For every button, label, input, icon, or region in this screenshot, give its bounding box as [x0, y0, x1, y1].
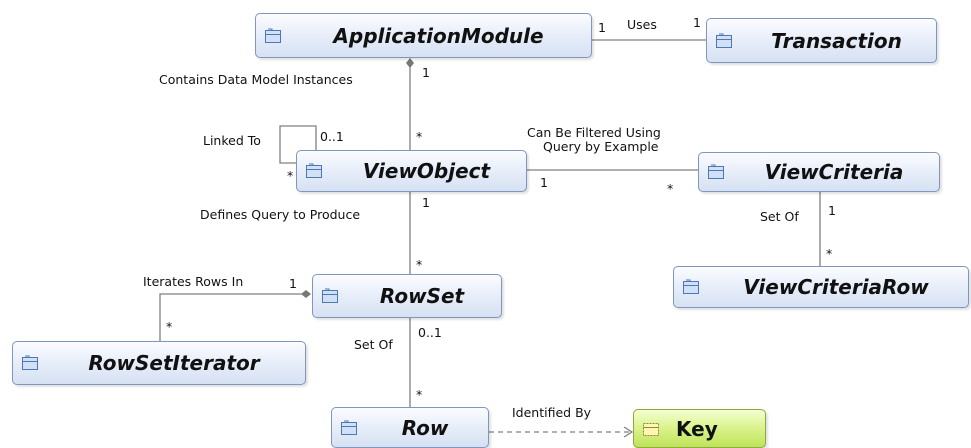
class-icon: [322, 288, 338, 303]
criteria-set-of-label: Set Of: [760, 209, 799, 224]
class-view-object[interactable]: ViewObject: [296, 150, 527, 192]
class-name: Key: [676, 416, 718, 441]
class-icon: [265, 28, 281, 43]
class-name: ViewObject: [362, 159, 491, 183]
class-name: ApplicationModule: [333, 23, 544, 48]
linked-to-label: Linked To: [203, 133, 261, 148]
class-icon: [22, 355, 38, 370]
rowset-set-of-source-mult: 0..1: [418, 325, 442, 340]
identified-by-arrowhead: [623, 426, 634, 438]
class-view-criteria-row[interactable]: ViewCriteriaRow: [673, 266, 969, 308]
key-class-icon: [643, 422, 659, 436]
criteria-set-of-target-mult: *: [826, 246, 833, 261]
uses-label: Uses: [627, 17, 657, 32]
class-name: ViewCriteriaRow: [743, 275, 929, 299]
class-name: RowSetIterator: [88, 351, 260, 375]
class-transaction[interactable]: Transaction: [706, 18, 937, 63]
filtered-target-mult: *: [667, 181, 674, 196]
class-name: Row: [401, 415, 449, 440]
class-icon: [683, 279, 699, 294]
class-icon: [708, 164, 724, 179]
contains-source-mult: 1: [422, 65, 430, 80]
defines-query-label: Defines Query to Produce: [200, 207, 361, 222]
rowset-set-of-target-mult: *: [416, 387, 423, 402]
class-key[interactable]: Key: [633, 409, 766, 448]
uses-target-mult: 1: [693, 15, 701, 30]
defines-query-target-mult: *: [416, 257, 423, 272]
class-name: Transaction: [771, 28, 902, 53]
class-row-set-iterator[interactable]: RowSetIterator: [12, 341, 306, 385]
class-icon: [716, 33, 732, 48]
contains-diamond: [406, 58, 414, 68]
iterates-label: Iterates Rows In: [143, 274, 244, 289]
class-row[interactable]: Row: [331, 407, 489, 448]
iterates-line: [159, 293, 304, 342]
class-icon: [306, 163, 322, 178]
class-icon: [341, 420, 357, 435]
class-view-criteria[interactable]: ViewCriteria: [698, 152, 940, 192]
linked-to-source-mult: 0..1: [320, 129, 344, 144]
identified-by-label: Identified By: [512, 405, 592, 420]
criteria-set-of-source-mult: 1: [828, 203, 836, 218]
linked-to-line: [279, 125, 317, 164]
filtered-label-line2: Query by Example: [543, 139, 659, 154]
uses-source-mult: 1: [598, 20, 606, 35]
class-name: RowSet: [379, 284, 465, 308]
contains-label: Contains Data Model Instances: [159, 72, 353, 87]
class-name: ViewCriteria: [764, 160, 904, 184]
class-row-set[interactable]: RowSet: [312, 274, 502, 318]
iterates-target-mult: *: [166, 319, 173, 334]
filtered-source-mult: 1: [540, 175, 548, 190]
class-application-module[interactable]: ApplicationModule: [255, 13, 592, 58]
contains-target-mult: *: [416, 129, 423, 144]
filtered-label-line1: Can Be Filtered Using: [527, 125, 661, 140]
linked-to-target-mult: *: [287, 168, 294, 183]
iterates-source-mult: 1: [289, 276, 297, 291]
iterates-diamond: [301, 290, 311, 298]
defines-query-source-mult: 1: [422, 195, 430, 210]
rowset-set-of-label: Set Of: [354, 337, 393, 352]
